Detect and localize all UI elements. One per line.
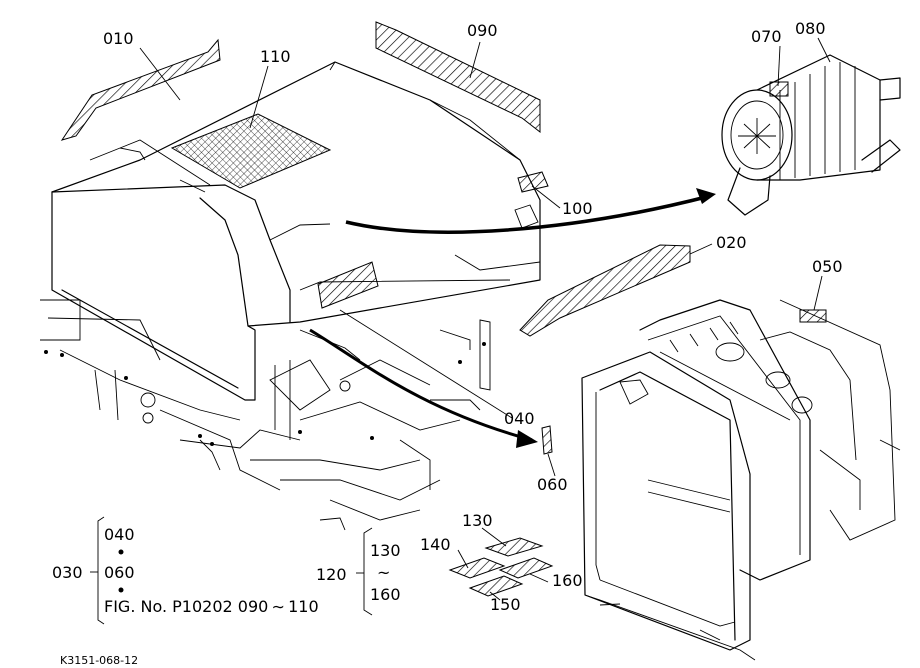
set-030-item-040: 040 — [104, 525, 135, 544]
set-030-group: 030 040 060 FIG. No. P10202 090 ∼ 110 — [52, 516, 319, 625]
set-120-from: 130 — [370, 541, 401, 560]
arrow-head-panel — [516, 430, 538, 448]
callout-050: 050 — [812, 257, 843, 276]
callout-080: 080 — [795, 19, 826, 38]
seal-pad-090 — [375, 21, 541, 134]
seal-pad-020 — [519, 244, 691, 337]
callout-140: 140 — [420, 535, 451, 554]
arrow-head-air-cleaner — [696, 188, 716, 204]
drawing-code: K3151-068-12 — [60, 654, 138, 667]
callout-130: 130 — [462, 511, 493, 530]
set-120-tilde: ~ — [377, 563, 390, 582]
pad-130 — [484, 537, 544, 557]
callout-110: 110 — [260, 47, 291, 66]
callout-040: 040 — [504, 409, 535, 428]
seal-pad-010 — [60, 38, 221, 141]
hood-top-grille — [170, 113, 332, 189]
callout-160: 160 — [552, 571, 583, 590]
arrow-to-panel — [309, 328, 533, 442]
set-030-item-060: 060 — [104, 563, 135, 582]
air-cleaner — [721, 54, 901, 216]
set-120-label: 120 — [316, 565, 347, 584]
pad-160 — [498, 557, 554, 579]
callout-010: 010 — [103, 29, 134, 48]
set-120-group: 120 130 ~ 160 — [316, 527, 401, 616]
callout-060: 060 — [537, 475, 568, 494]
callout-100: 100 — [562, 199, 593, 218]
pad-set-120 — [448, 537, 554, 597]
radiator-shroud-panel — [581, 351, 756, 661]
pad-140 — [448, 557, 506, 579]
callout-090: 090 — [467, 21, 498, 40]
radiator-assembly — [639, 299, 901, 581]
frame-assembly — [40, 299, 491, 531]
set-030-reference: FIG. No. P10202 090 ∼ 110 — [104, 597, 319, 616]
pad-150 — [468, 575, 524, 597]
seal-pad-050 — [799, 309, 827, 323]
callout-150: 150 — [490, 595, 521, 614]
set-030-label: 030 — [52, 563, 83, 582]
set-120-to: 160 — [370, 585, 401, 604]
leader-lines — [139, 37, 831, 601]
arrow-to-air-cleaner — [345, 194, 711, 234]
seal-pad-060 — [541, 425, 553, 455]
side-vent — [317, 261, 379, 309]
callout-020: 020 — [716, 233, 747, 252]
engine-hood — [51, 61, 549, 401]
callout-070: 070 — [751, 27, 782, 46]
